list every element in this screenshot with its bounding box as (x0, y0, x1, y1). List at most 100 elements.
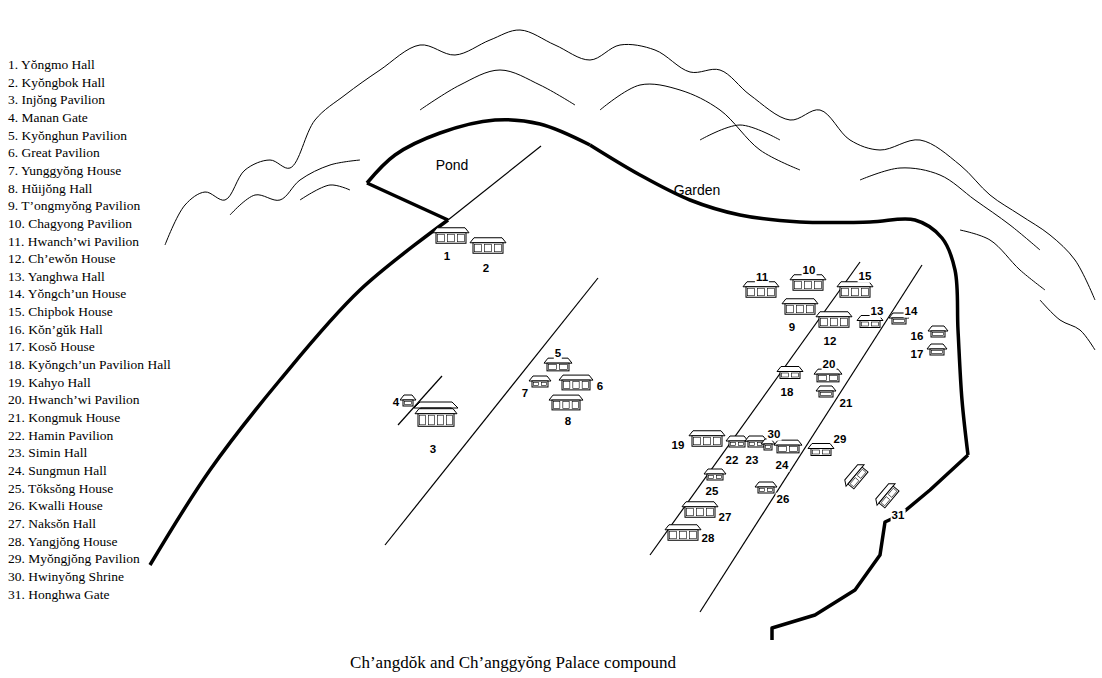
key-entry: 27. Naksŏn Hall (8, 517, 96, 532)
key-entry: 25. Tŏksŏng House (8, 482, 113, 497)
garden-wall (590, 145, 968, 455)
callout-number: 6 (596, 380, 604, 393)
callout-number: 20 (822, 358, 837, 371)
callout-number: 11 (755, 271, 769, 284)
callout-number: 28 (701, 532, 716, 545)
building-icon (704, 469, 726, 480)
building-icon (927, 344, 947, 355)
building-icon (549, 395, 583, 410)
compound-wall (150, 120, 968, 640)
key-entry: 21. Kongmuk House (8, 411, 120, 426)
callout-number: 3 (429, 443, 437, 456)
building-icon (559, 375, 593, 390)
key-entry: 15. Chipbok House (8, 305, 113, 320)
building-icon (816, 312, 852, 328)
callout-number: 1 (443, 250, 451, 263)
key-entry: 11. Hwanch’wi Pavilion (8, 235, 139, 250)
key-entry: 12. Ch’ewŏn House (8, 252, 116, 267)
road-line (448, 146, 541, 220)
key-entry: 18. Kyŏngch’un Pavilion Hall (8, 358, 171, 373)
callout-number: 25 (705, 485, 720, 498)
building-icon (808, 444, 834, 456)
key-entry: 4. Manan Gate (8, 111, 88, 126)
building-icon (544, 358, 572, 371)
building-icon (665, 525, 701, 541)
building-icon (682, 502, 718, 518)
key-entry: 26. Kwalli House (8, 499, 103, 514)
callout-number: 12 (823, 335, 838, 348)
area-label: Garden (674, 183, 721, 198)
callout-number: 9 (788, 321, 796, 334)
callout-number: 4 (392, 396, 400, 409)
key-entry: 2. Kyŏngbok Hall (8, 76, 105, 91)
callout-number: 24 (775, 459, 790, 472)
key-entry: 6. Great Pavilion (8, 146, 100, 161)
key-entry: 28. Yangjŏng House (8, 535, 118, 550)
key-entry: 24. Sungmun Hall (8, 464, 107, 479)
key-entry: 23. Simin Hall (8, 446, 87, 461)
callout-number: 14 (904, 305, 919, 318)
callout-number: 18 (780, 386, 795, 399)
mountain-ridge (700, 125, 780, 140)
callout-number: 23 (745, 454, 760, 467)
callout-number: 10 (802, 264, 817, 277)
building-icon (761, 439, 775, 450)
building-icon (470, 238, 506, 254)
key-entry: 8. Hŭijŏng Hall (8, 182, 92, 197)
building-icon (689, 431, 725, 447)
key-entry: 5. Kyŏnghun Pavilion (8, 129, 127, 144)
building-icon (928, 326, 948, 337)
key-entry: 1. Yŏngmo Hall (8, 58, 95, 73)
east-wall (772, 455, 968, 640)
building-icon (755, 482, 777, 493)
building-icon (400, 395, 416, 406)
callout-number: 27 (718, 511, 733, 524)
key-entry: 20. Hwanch’wi Pavilion (8, 393, 140, 408)
callout-number: 7 (521, 387, 529, 400)
callout-number: 2 (482, 262, 490, 275)
callout-number: 30 (767, 428, 782, 441)
key-entry: 10. Chagyong Pavilion (8, 217, 132, 232)
key-entry: 31. Honghwa Gate (8, 588, 110, 603)
building-icon (782, 299, 818, 315)
road-line (700, 265, 922, 612)
callout-number: 29 (833, 433, 848, 446)
key-entry: 13. Yanghwa Hall (8, 270, 105, 285)
building-icon (529, 376, 551, 387)
key-entry: 3. Injŏng Pavilion (8, 93, 105, 108)
callout-number: 5 (554, 347, 562, 360)
callout-number: 19 (671, 439, 686, 452)
mountain-ridge (1040, 300, 1095, 350)
mountain-ridge (960, 230, 1045, 290)
building-icon (816, 386, 836, 397)
mountain-ridge (300, 185, 350, 200)
pond-wall (367, 120, 590, 183)
building-icon (777, 367, 803, 379)
callout-number: 21 (839, 397, 854, 410)
compound-ground (150, 120, 968, 660)
buildings (400, 228, 948, 541)
pond-wall (367, 183, 448, 220)
building-icon (790, 275, 826, 291)
west-wall (150, 220, 448, 565)
key-entry: 29. Myŏngjŏng Pavilion (8, 552, 140, 567)
callout-number: 16 (910, 330, 925, 343)
key-entry: 16. Kŏn’gŭk Hall (8, 323, 103, 338)
key-entry: 9. T’ongmyŏng Pavilion (8, 199, 140, 214)
key-entry: 22. Hamin Pavilion (8, 429, 113, 444)
callout-number: 26 (776, 493, 791, 506)
road-line (650, 262, 860, 555)
callout-number: 31 (891, 509, 906, 522)
mountain-ridge (420, 70, 575, 110)
road-line (385, 278, 598, 545)
building-icon (873, 481, 901, 511)
callout-number: 15 (858, 270, 873, 283)
key-entry: 17. Kosŏ House (8, 340, 95, 355)
area-label: Pond (436, 158, 469, 173)
mountain-ridge (600, 84, 800, 170)
building-icon (433, 228, 469, 244)
callout-number: 8 (564, 415, 572, 428)
building-icon (814, 369, 842, 382)
building-icon (842, 462, 870, 492)
